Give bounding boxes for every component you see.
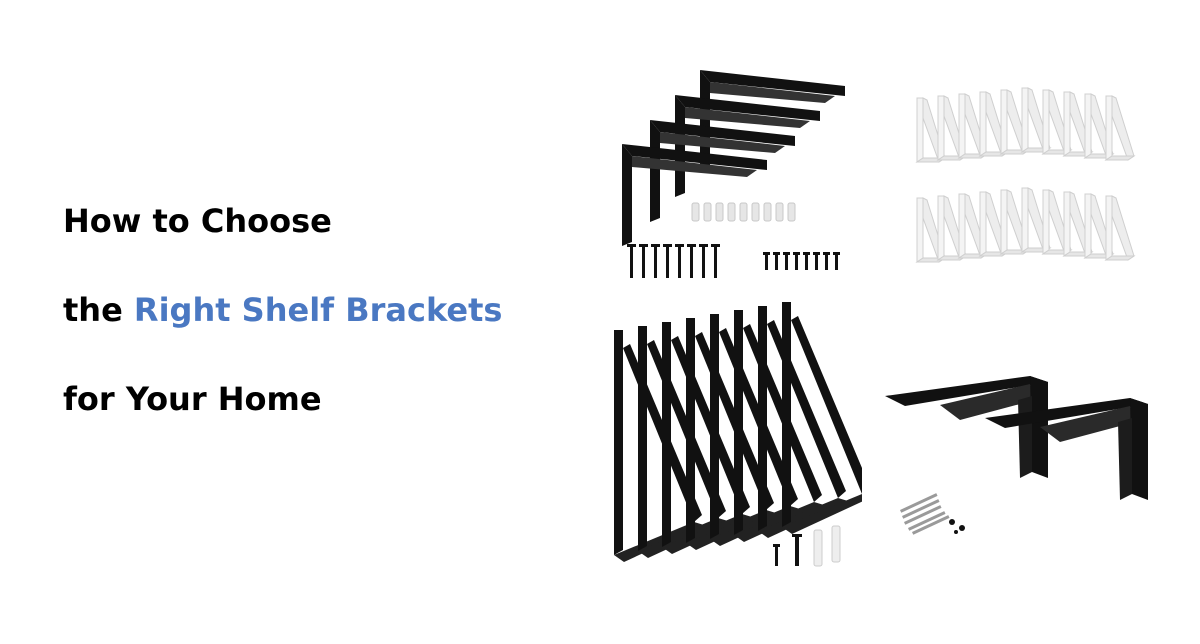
headline-line-2-prefix: the [63, 291, 134, 329]
headline: How to Choose the Right Shelf Brackets f… [63, 205, 583, 472]
headline-line-3: for Your Home [63, 380, 322, 418]
black-l-brackets-illustration [622, 70, 845, 278]
white-small-brackets-photo [895, 80, 1145, 280]
black-heavy-duty-brackets-illustration [885, 376, 1148, 535]
black-l-brackets-photo [600, 48, 860, 298]
bracket-arm [700, 70, 845, 96]
black-triangle-brackets-photo [592, 300, 862, 590]
white-small-brackets-illustration [916, 87, 1135, 263]
black-heavy-duty-brackets-photo [870, 360, 1170, 550]
headline-line-1: How to Choose [63, 202, 332, 240]
headline-line-2: the Right Shelf Brackets [63, 294, 583, 326]
black-triangle-brackets-illustration [614, 302, 862, 567]
headline-accent-text: Right Shelf Brackets [133, 291, 503, 329]
